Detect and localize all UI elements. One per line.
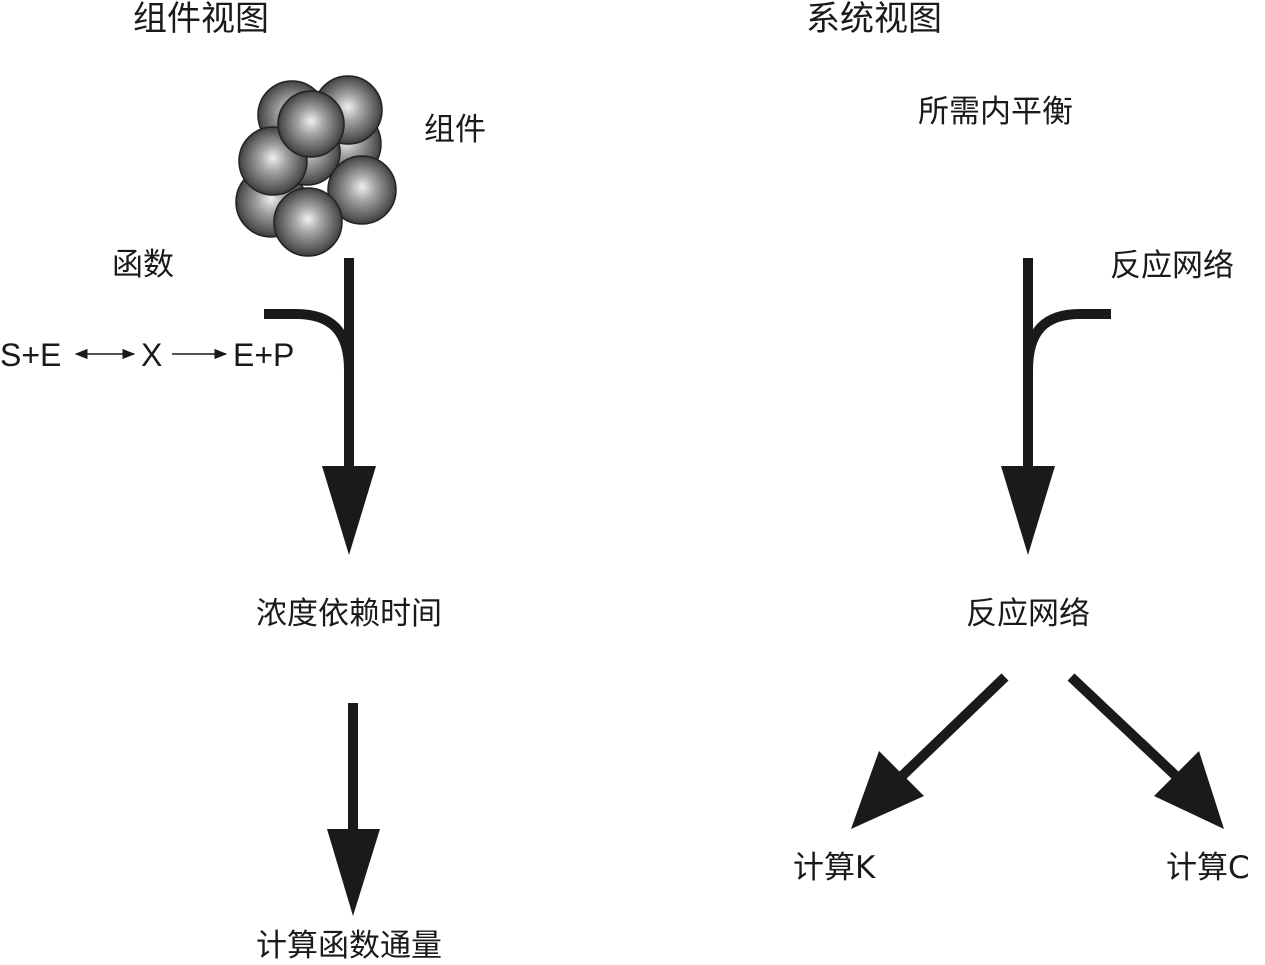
calc-c-label: 计算C	[1166, 850, 1250, 886]
reaction-substrate: S+E	[0, 337, 62, 373]
calc-k-label: 计算K	[793, 850, 876, 886]
diagonal-arrow-to-c	[1067, 673, 1224, 829]
reaction-network-label-mid: 反应网络	[966, 596, 1090, 632]
component-view-title: 组件视图	[133, 0, 269, 39]
left-main-arrow	[264, 258, 376, 555]
left-lower-arrow	[327, 703, 380, 916]
sphere-cluster-icon	[235, 75, 397, 257]
flux-label: 计算函数通量	[256, 928, 442, 964]
right-main-arrow	[1001, 258, 1111, 555]
sphere	[273, 187, 343, 257]
reaction-intermediate: X	[141, 337, 163, 373]
function-label: 函数	[112, 247, 174, 283]
component-label: 组件	[424, 112, 486, 148]
homeostasis-label: 所需内平衡	[918, 94, 1073, 130]
reaction-product: E+P	[233, 337, 295, 373]
diagonal-arrow-to-k	[851, 673, 1009, 829]
sphere	[327, 155, 397, 225]
reaction-network-label-top: 反应网络	[1110, 248, 1234, 284]
system-view-title: 系统视图	[806, 0, 942, 39]
concentration-time-label: 浓度依赖时间	[256, 596, 442, 632]
sphere	[277, 90, 345, 158]
